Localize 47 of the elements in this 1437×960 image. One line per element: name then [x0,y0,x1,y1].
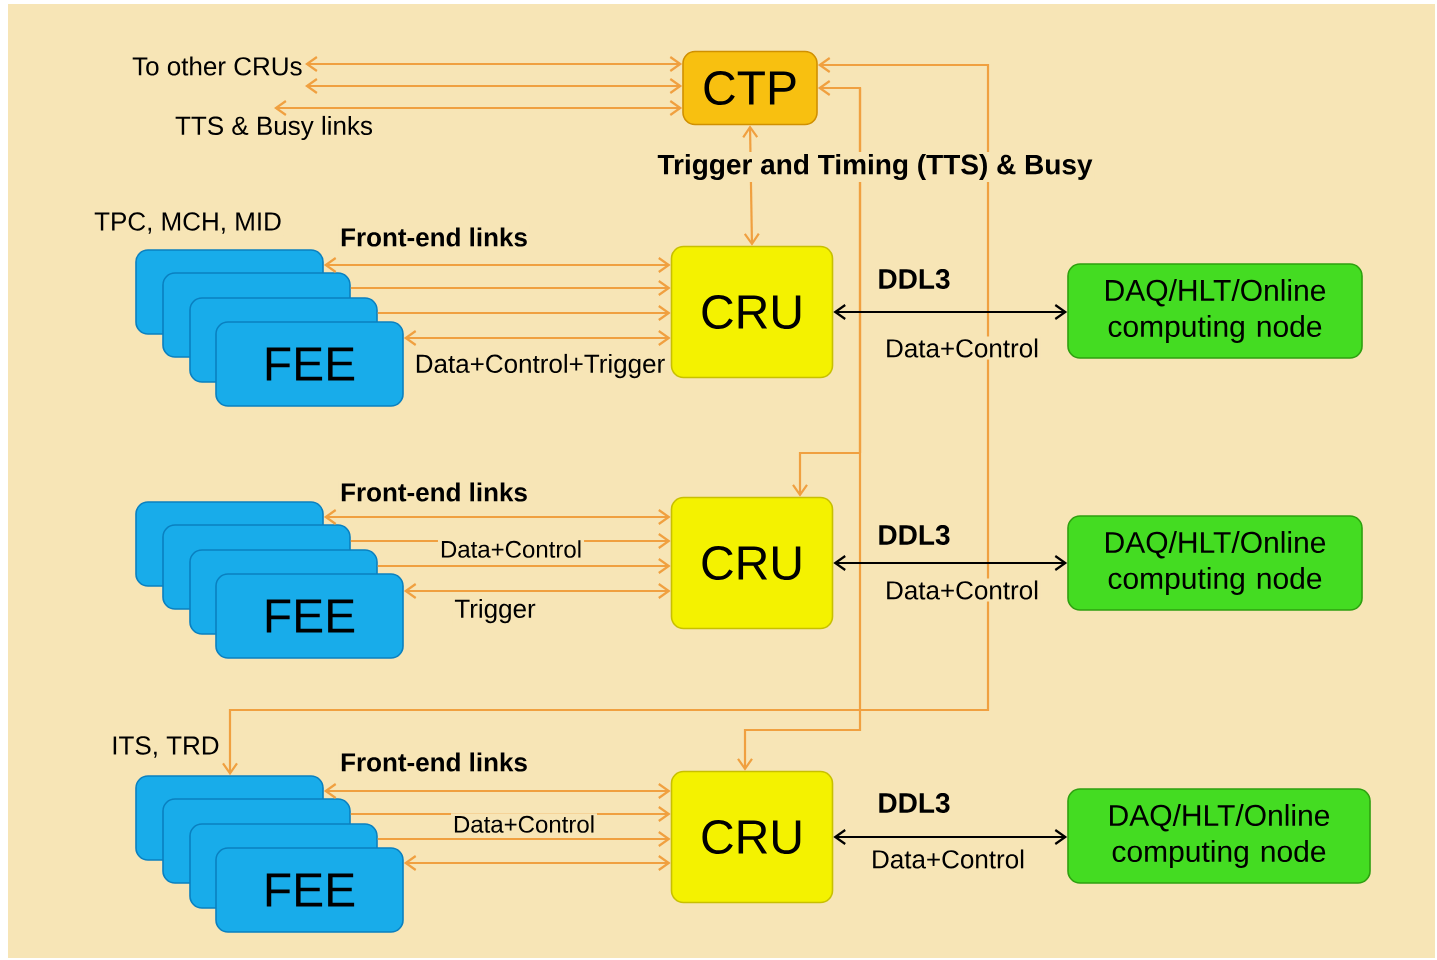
arrow [833,304,1068,320]
cru-box: CRU [670,770,834,904]
arrow [323,509,671,525]
edge-label: DDL3 [875,791,953,815]
arrow [305,78,683,94]
arrow [350,280,671,296]
edge-label: Trigger and Timing (TTS) & Busy [655,151,1095,183]
group-label: Front-end links [338,480,530,504]
arrow [833,829,1068,845]
annotation-text: Trigger [452,596,538,626]
annotation-text: Data+Control [450,813,598,835]
arrow [737,88,862,771]
daq-box: DAQ/HLT/Online computing node [1067,263,1363,359]
arrow [792,451,860,497]
fee-box: FEE [215,573,404,659]
arrow [403,583,671,599]
annotation-text: Data+Control [883,578,1041,602]
annotation-text: Data+Control [437,538,585,560]
arrow [305,56,683,72]
group-label: Front-end links [338,750,530,774]
annotation-text: Data+Control [869,847,1027,871]
cru-box: CRU [670,496,834,630]
edge-label: DDL3 [875,523,953,547]
annotation-text: Data+Control+Trigger [412,351,668,381]
annotation-text: TPC, MCH, MID [92,210,284,236]
annotation-text: ITS, TRD [109,734,222,760]
fee-box: FEE [215,321,404,407]
arrow [323,257,671,273]
daq-box: DAQ/HLT/Online computing node [1067,788,1371,884]
group-label: Front-end links [338,225,530,249]
arrow [377,831,671,847]
arrow [403,330,671,346]
fee-box: FEE [215,847,404,933]
edge-label: DDL3 [875,267,953,291]
daq-box: DAQ/HLT/Online computing node [1067,515,1363,611]
arrow [377,305,671,321]
arrow [403,855,671,871]
annotation-text: Data+Control [883,336,1041,360]
arrow [833,555,1068,571]
arrow [222,57,990,776]
caption-text: TTS & Busy links [175,115,372,141]
caption-text: To other CRUs [132,56,302,76]
ctp-box: CTP [682,50,818,126]
cru-box: CRU [670,245,834,379]
arrow [274,100,683,116]
arrow [377,558,671,574]
arrow [323,783,671,799]
